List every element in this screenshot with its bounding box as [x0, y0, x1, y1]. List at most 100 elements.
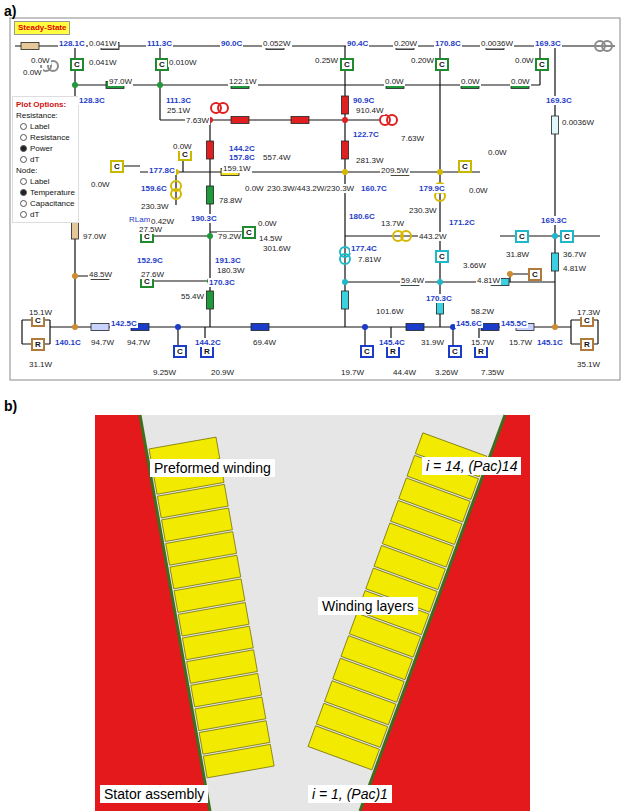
callout-label: Stator assembly: [100, 785, 208, 803]
option-row: dT: [16, 209, 75, 220]
power-label: 15.1W: [28, 308, 53, 317]
label-holder: 190.3C: [190, 208, 218, 224]
label-holder: 0.0W: [514, 50, 535, 66]
power-label: 443.2W: [418, 232, 448, 241]
label-holder: 169.3C: [545, 90, 573, 106]
power-label: 3.66W: [462, 261, 487, 270]
option-label: dT: [30, 210, 39, 219]
power-label: 44.4W: [392, 368, 417, 377]
junction-dot: [437, 169, 443, 175]
panel-heading: Plot Options:: [16, 100, 66, 109]
temperature-label: 142.5C: [110, 319, 138, 328]
power-label: 94.7W: [126, 338, 151, 347]
label-holder: 170.3C: [425, 288, 453, 304]
option-row: Label: [16, 176, 75, 187]
option-row: Capacitance: [16, 198, 75, 209]
label-holder: i = 14, (Pac)14: [422, 458, 521, 474]
option-label: Power: [30, 144, 53, 153]
label-holder: 170.8C: [434, 33, 462, 49]
label-holder: 0.0W: [487, 142, 508, 158]
junction-dot: [72, 324, 78, 330]
box-letter: C: [114, 162, 120, 171]
winding-layer: [203, 744, 274, 777]
source-symbol: [401, 231, 411, 241]
label-holder: 179.9C: [418, 178, 446, 194]
capacitance-box: C: [110, 160, 124, 173]
label-holder: 557.4W: [262, 147, 292, 163]
label-holder: 160.7C: [360, 178, 388, 194]
power-label: 230.3W: [140, 202, 170, 211]
label-holder: 31.1W: [28, 354, 53, 370]
source-symbol: [340, 254, 350, 264]
resistor-symbol: [207, 291, 214, 309]
resistor-symbol: [91, 324, 109, 331]
label-holder: 31.9W: [420, 332, 445, 348]
junction-dot: [72, 273, 78, 279]
label-holder: 4.81W: [476, 270, 501, 286]
index-label: i = 1, (Pac)1: [308, 785, 392, 803]
label-holder: Stator assembly: [100, 786, 208, 802]
power-label: 15.7W: [508, 338, 533, 347]
power-label: 7.63W: [400, 134, 425, 143]
temperature-label: 90.4C: [346, 39, 369, 48]
label-holder: 0.20W: [410, 50, 435, 66]
label-holder: 301.6W: [262, 238, 292, 254]
label-holder: 90.9C: [352, 90, 375, 106]
temperature-label: 145.1C: [536, 338, 564, 347]
label-holder: 122.1W: [228, 71, 258, 87]
resistor-symbol: [251, 324, 269, 331]
winding-stack: [149, 437, 274, 778]
label-holder: 230.3W: [140, 196, 170, 212]
label-holder: b): [4, 398, 17, 414]
power-label: 0.25W: [314, 56, 339, 65]
option-label: Temperature: [30, 188, 75, 197]
label-holder: 19.7W: [340, 362, 365, 378]
resistor-symbol: [552, 253, 559, 271]
label-holder: 55.4W: [180, 286, 205, 302]
power-label: 7.81W: [357, 255, 382, 264]
status-text: Steady-State: [18, 23, 66, 33]
temperature-label: 179.9C: [418, 184, 446, 193]
power-label: 910.4W: [355, 106, 385, 115]
junction-dot: [72, 82, 78, 88]
label-holder: 0.0W: [257, 213, 278, 229]
box-letter: C: [182, 150, 188, 159]
resistor-symbol: [342, 141, 349, 159]
source-symbol: [387, 115, 397, 125]
temperature-label: 144.2C: [194, 338, 222, 347]
stator-assembly: [95, 415, 530, 811]
label-holder: 0.0W: [460, 71, 481, 87]
power-label: 97.0W: [82, 232, 107, 241]
capacitance-box: C: [448, 345, 462, 358]
power-label: 58.2W: [470, 307, 495, 316]
label-holder: 15.7W: [470, 332, 495, 348]
power-label: 0.20W: [410, 56, 435, 65]
box-letter: R: [390, 347, 396, 356]
option-row: Resistance:: [16, 110, 75, 121]
label-holder: 0.010W: [168, 52, 198, 68]
label-holder: 4.81W: [562, 258, 587, 274]
label-holder: 144.2C: [228, 138, 256, 154]
option-label: Resistance: [30, 133, 70, 142]
power-label: 0.0W: [510, 77, 531, 86]
label-holder: 0.052W: [262, 33, 292, 49]
label-holder: 191.3C: [214, 250, 242, 266]
label-holder: 35.1W: [576, 354, 601, 370]
power-label: 0.041W: [88, 39, 118, 48]
label-holder: a): [4, 3, 16, 19]
power-label: 0.0W: [172, 142, 193, 151]
resistance-name: RLam: [128, 215, 151, 224]
label-holder: 79.2W: [217, 226, 242, 242]
label-holder: 7.63W: [185, 110, 210, 126]
power-label: 20.9W: [210, 368, 235, 377]
index-label: i = 14, (Pac)14: [422, 457, 521, 475]
junction-dot: [552, 324, 558, 330]
resistor-symbol: [207, 141, 214, 159]
temperature-label: 169.3C: [534, 39, 562, 48]
resistor-symbol: [481, 324, 499, 331]
power-label: 31.9W: [420, 338, 445, 347]
network-frame: [10, 18, 620, 380]
label-holder: 90.0C: [220, 33, 243, 49]
power-label: 0.0W: [384, 77, 405, 86]
label-holder: 27.5W: [138, 219, 163, 235]
